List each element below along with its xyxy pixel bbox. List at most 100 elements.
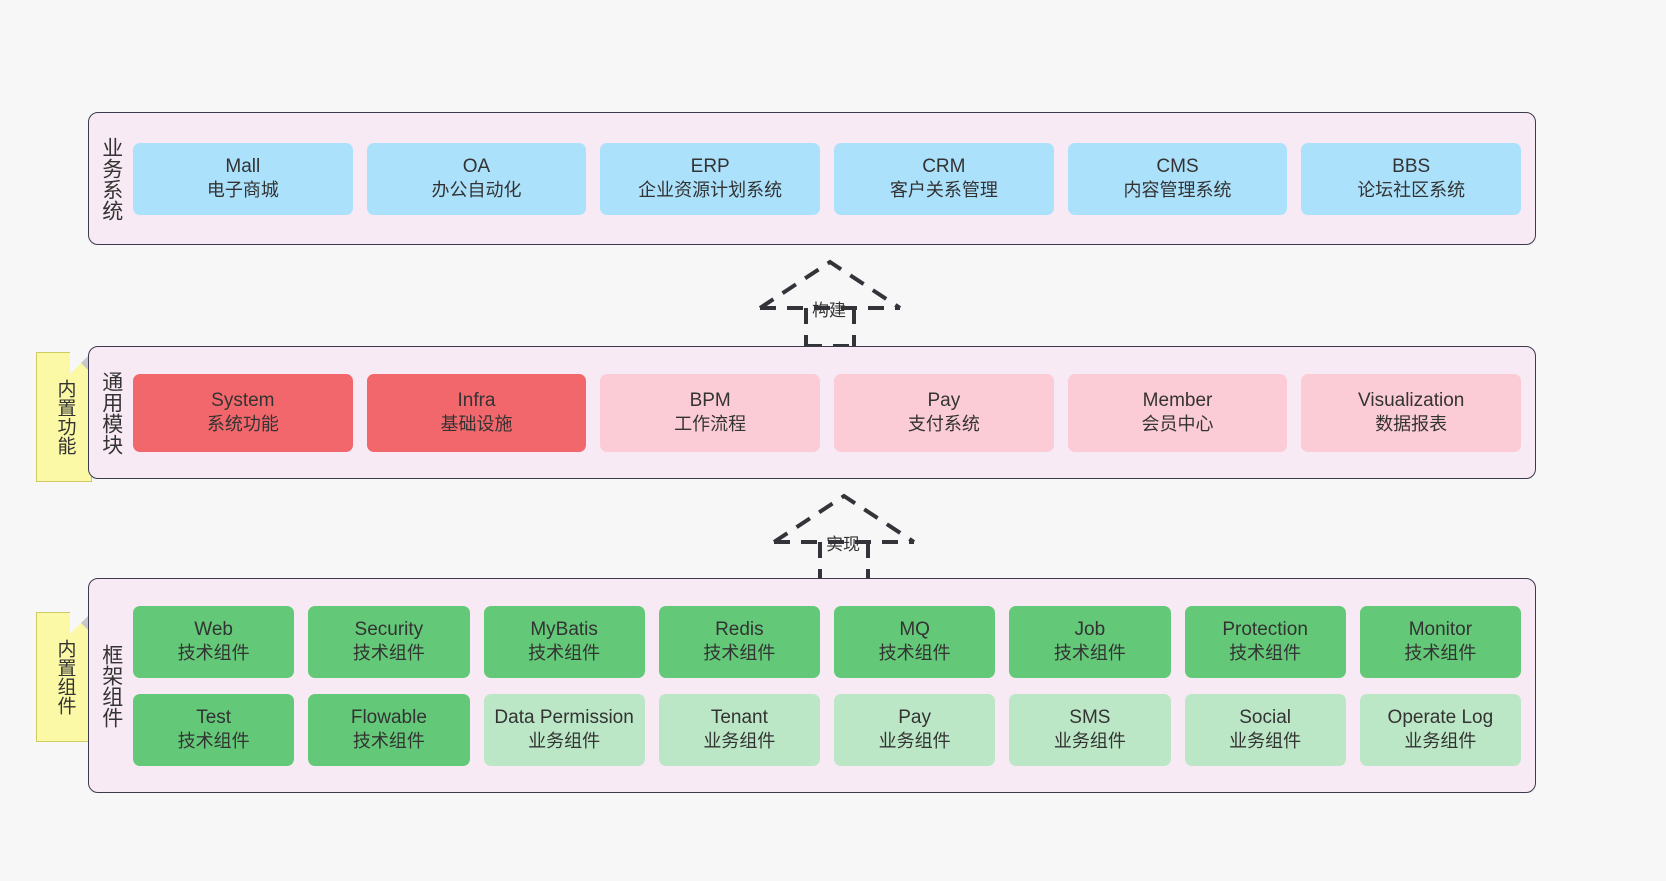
arrow-implement: 实现 — [766, 490, 926, 582]
node-label-cn: 技术组件 — [352, 731, 425, 752]
node-label-cn: 工作流程 — [674, 414, 747, 435]
arrow-build: 构建 — [752, 256, 912, 348]
node-tenant[interactable]: Tenant 业务组件 — [658, 693, 820, 766]
node-label-cn: 电子商城 — [206, 180, 279, 201]
node-label-cn: 内容管理系统 — [1123, 180, 1232, 201]
node-label-cn: 会员中心 — [1141, 414, 1214, 435]
layer-row: Mall 电子商城 OA 办公自动化 ERP 企业资源计划系统 CRM 客户关系… — [133, 142, 1522, 215]
node-label-en: MQ — [899, 619, 930, 641]
note-label: 内置功能 — [54, 379, 76, 455]
layer-title-business-system: 业务系统 — [99, 136, 123, 221]
node-label-cn: 办公自动化 — [431, 180, 522, 201]
node-label-en: CRM — [922, 156, 966, 178]
node-label-en: Security — [354, 619, 424, 641]
layer-title-common-modules: 通用模块 — [99, 370, 123, 455]
node-label-cn: 技术组件 — [352, 643, 425, 664]
node-label-en: Member — [1142, 390, 1213, 412]
node-pay-business[interactable]: Pay 业务组件 — [834, 693, 996, 766]
node-label-en: Web — [194, 619, 233, 641]
node-label-en: Redis — [715, 619, 764, 641]
node-monitor[interactable]: Monitor 技术组件 — [1359, 605, 1521, 678]
node-system[interactable]: System 系统功能 — [133, 373, 353, 452]
node-label-en: BPM — [689, 390, 731, 412]
layer-body-common-modules: System 系统功能 Infra 基础设施 BPM 工作流程 Pay 支付系统… — [133, 347, 1535, 478]
node-mq[interactable]: MQ 技术组件 — [834, 605, 996, 678]
note-label: 内置组件 — [54, 639, 76, 715]
node-cms[interactable]: CMS 内容管理系统 — [1067, 142, 1288, 215]
node-label-cn: 系统功能 — [206, 414, 279, 435]
node-label-cn: 企业资源计划系统 — [638, 180, 783, 201]
node-label-cn: 业务组件 — [1053, 731, 1126, 752]
arrow-label-implement: 实现 — [826, 535, 860, 554]
node-label-en: Pay — [927, 390, 961, 412]
node-label-en: Data Permission — [494, 707, 634, 729]
node-data-permission[interactable]: Data Permission 业务组件 — [483, 693, 645, 766]
arrow-label-build: 构建 — [812, 301, 846, 320]
node-label-en: Monitor — [1408, 619, 1473, 641]
node-visualization[interactable]: Visualization 数据报表 — [1301, 373, 1522, 452]
node-label-en: Flowable — [350, 707, 427, 729]
layer-body-business-system: Mall 电子商城 OA 办公自动化 ERP 企业资源计划系统 CRM 客户关系… — [133, 113, 1535, 244]
node-label-en: Infra — [457, 390, 496, 412]
node-label-en: MyBatis — [530, 619, 598, 641]
node-mall[interactable]: Mall 电子商城 — [133, 142, 353, 215]
node-pay[interactable]: Pay 支付系统 — [834, 373, 1054, 452]
node-label-cn: 技术组件 — [1229, 643, 1302, 664]
layer-body-framework-components: Web 技术组件 Security 技术组件 MyBatis 技术组件 Redi… — [133, 579, 1535, 792]
node-label-en: Operate Log — [1387, 707, 1494, 729]
node-web[interactable]: Web 技术组件 — [133, 605, 295, 678]
node-label-en: System — [211, 390, 275, 412]
layer-row: Test 技术组件 Flowable 技术组件 Data Permission … — [133, 693, 1521, 766]
node-flowable[interactable]: Flowable 技术组件 — [308, 693, 470, 766]
node-erp[interactable]: ERP 企业资源计划系统 — [600, 142, 821, 215]
node-label-en: BBS — [1392, 156, 1431, 178]
node-label-en: Visualization — [1358, 390, 1465, 412]
node-label-cn: 技术组件 — [703, 643, 776, 664]
node-social[interactable]: Social 业务组件 — [1184, 693, 1346, 766]
node-label-cn: 业务组件 — [878, 731, 951, 752]
layer-framework-components: 框架组件 Web 技术组件 Security 技术组件 MyBatis 技术组件… — [88, 578, 1536, 793]
node-mybatis[interactable]: MyBatis 技术组件 — [483, 605, 645, 678]
node-label-cn: 技术组件 — [878, 643, 951, 664]
node-label-cn: 业务组件 — [1229, 731, 1302, 752]
node-bpm[interactable]: BPM 工作流程 — [600, 373, 821, 452]
note-builtin-functions: 内置功能 — [36, 352, 92, 482]
node-label-cn: 论坛社区系统 — [1357, 180, 1466, 201]
node-security[interactable]: Security 技术组件 — [308, 605, 470, 678]
node-label-cn: 基础设施 — [440, 414, 513, 435]
node-redis[interactable]: Redis 技术组件 — [658, 605, 820, 678]
node-label-en: Tenant — [710, 707, 768, 729]
layer-common-modules: 通用模块 System 系统功能 Infra 基础设施 BPM 工作流程 Pay… — [88, 346, 1536, 479]
node-label-cn: 技术组件 — [528, 643, 601, 664]
layer-row: Web 技术组件 Security 技术组件 MyBatis 技术组件 Redi… — [133, 605, 1521, 678]
node-bbs[interactable]: BBS 论坛社区系统 — [1301, 142, 1522, 215]
note-fold-cut — [70, 352, 92, 374]
node-protection[interactable]: Protection 技术组件 — [1184, 605, 1346, 678]
layer-title-framework-components: 框架组件 — [99, 643, 123, 728]
node-test[interactable]: Test 技术组件 — [133, 693, 295, 766]
arrow-head-implement — [772, 493, 916, 544]
node-label-en: CMS — [1156, 156, 1199, 178]
node-infra[interactable]: Infra 基础设施 — [366, 373, 587, 452]
node-label-en: Test — [196, 707, 232, 729]
node-oa[interactable]: OA 办公自动化 — [366, 142, 587, 215]
node-label-en: Mall — [225, 156, 261, 178]
node-label-cn: 技术组件 — [177, 731, 250, 752]
node-label-cn: 支付系统 — [907, 414, 980, 435]
node-label-en: Protection — [1222, 619, 1308, 641]
node-label-en: SMS — [1069, 707, 1111, 729]
node-label-cn: 技术组件 — [1404, 643, 1477, 664]
node-sms[interactable]: SMS 业务组件 — [1009, 693, 1171, 766]
node-operate-log[interactable]: Operate Log 业务组件 — [1359, 693, 1521, 766]
node-label-cn: 数据报表 — [1375, 414, 1448, 435]
node-label-en: Pay — [898, 707, 931, 729]
node-label-cn: 业务组件 — [528, 731, 601, 752]
node-label-cn: 客户关系管理 — [889, 180, 998, 201]
node-member[interactable]: Member 会员中心 — [1067, 373, 1288, 452]
node-job[interactable]: Job 技术组件 — [1009, 605, 1171, 678]
node-label-en: ERP — [690, 156, 730, 178]
arrow-stem-implement — [774, 540, 914, 582]
node-crm[interactable]: CRM 客户关系管理 — [834, 142, 1054, 215]
note-fold-cut — [70, 612, 92, 634]
